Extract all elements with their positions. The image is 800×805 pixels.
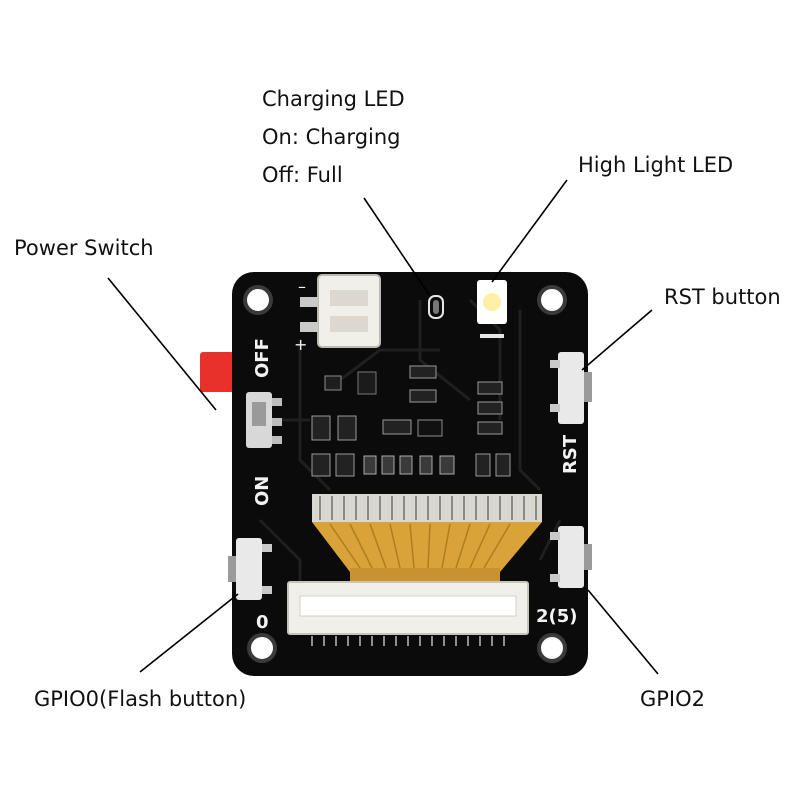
power-switch-cap [200, 352, 234, 392]
leader-line-rst-button [581, 309, 653, 371]
callout-gpio2: GPIO2 [640, 687, 706, 711]
callout-power-switch: Power Switch [14, 236, 154, 260]
callout-charging-led-off: Off: Full [262, 163, 343, 187]
mounting-hole [537, 633, 567, 663]
silkscreen-off: OFF [252, 338, 273, 378]
callout-charging-led-title: Charging LED [262, 87, 405, 111]
silkscreen-on: ON [252, 476, 273, 506]
callout-gpio0: GPIO0(Flash button) [34, 687, 247, 711]
silkscreen-plus: + [294, 335, 307, 354]
callout-charging-led-on: On: Charging [262, 125, 401, 149]
rst-button-body [550, 352, 592, 424]
power-switch [246, 392, 282, 448]
silkscreen-0: 0 [256, 612, 269, 633]
charging-led [428, 295, 444, 319]
mounting-hole [243, 285, 273, 315]
callout-charging-led: Charging LED On: Charging Off: Full [262, 80, 405, 194]
leader-line-high-light-led [491, 179, 568, 283]
gpio2-button-body [550, 526, 592, 588]
leader-line-gpio0 [139, 593, 239, 673]
smd-components [311, 365, 511, 477]
silkscreen-2-5: 2(5) [536, 606, 578, 627]
callout-rst-button: RST button [664, 285, 781, 309]
mounting-hole [537, 285, 567, 315]
mounting-holes [243, 285, 567, 663]
silkscreen-minus: – [298, 277, 306, 296]
display-flex-cable [312, 494, 542, 582]
leader-lines [107, 179, 659, 675]
gpio0-button-body [228, 538, 272, 600]
leader-line-gpio2 [587, 589, 659, 675]
fpc-connector [287, 581, 529, 646]
battery-connector [300, 274, 381, 348]
leader-line-charging-led [363, 197, 431, 297]
leader-line-power-switch [107, 277, 217, 411]
high-light-led [477, 280, 507, 338]
mounting-hole [247, 633, 277, 663]
callout-high-light-led: High Light LED [578, 153, 734, 177]
silkscreen-rst: RST [560, 434, 581, 474]
